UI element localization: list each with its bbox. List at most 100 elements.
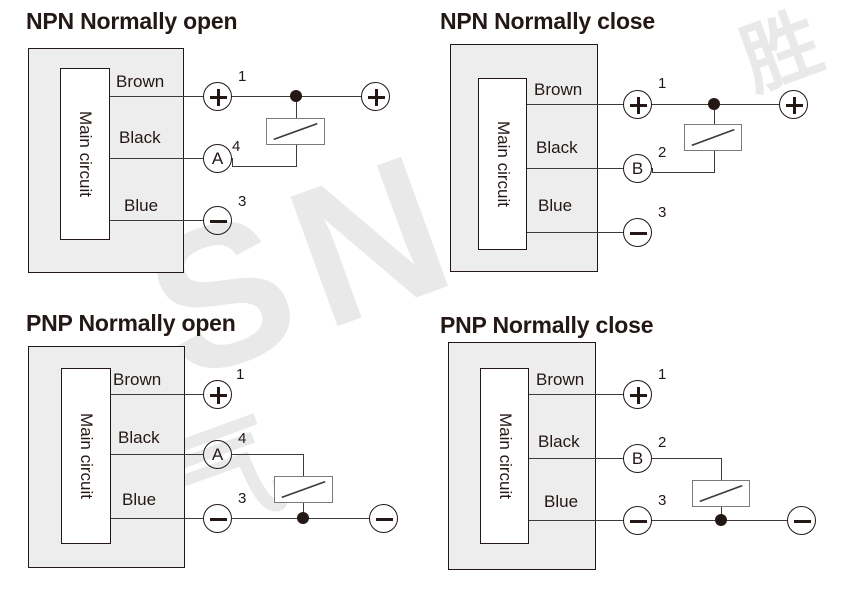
plus-icon-v [637,97,640,114]
minus-icon [630,232,647,236]
pin-number-2: 2 [658,434,667,451]
main-circuit-box: Main circuit [480,368,529,544]
terminal-positive[interactable] [203,82,232,111]
terminal-b-label: B [631,159,644,178]
terminal-positive[interactable] [623,380,652,409]
main-circuit-label: Main circuit [76,111,95,197]
junction-dot [708,98,720,110]
pin-number-1: 1 [658,366,667,383]
terminal-negative[interactable] [623,218,652,247]
pin-number-4: 4 [238,430,247,447]
main-circuit-label: Main circuit [493,121,513,207]
plus-icon-v [793,97,796,114]
plus-icon-v [217,89,220,106]
minus-icon [630,520,647,524]
diagram-pnp-normally-close: PNP Normally close Main circuit Brown Bl… [424,290,848,580]
wire-blue-line [527,232,623,233]
main-circuit-box: Main circuit [61,368,111,544]
main-circuit-label-wrap: Main circuit [61,69,109,239]
load-relay-symbol [692,480,750,507]
main-circuit-label: Main circuit [77,413,96,499]
minus-icon [376,518,393,522]
wire-black-line [110,158,203,159]
load-return-horizontal [232,166,297,167]
a-terminal-stub [232,158,233,167]
wire-blue-line [529,520,623,521]
wire-label-brown: Brown [116,72,165,91]
terminal-output-b[interactable]: B [623,154,652,183]
plus-icon-v [217,387,220,404]
load-feed-vertical [303,454,304,476]
wire-blue-line [110,220,203,221]
load-relay-symbol [684,124,742,151]
load-drop-line-bottom [303,503,304,519]
wire-label-blue: Blue [538,196,573,215]
load-relay-symbol [266,118,325,145]
terminal-a-label: A [211,445,224,464]
wire-brown-line [110,96,203,97]
wire-brown-line [529,394,623,395]
terminal-a-label: A [211,149,224,168]
terminal-positive[interactable] [623,90,652,119]
wire-label-blue: Blue [124,196,159,215]
load-relay-symbol [274,476,333,503]
wire-black-line [111,454,203,455]
main-circuit-box: Main circuit [478,78,527,250]
load-return-horizontal [652,172,715,173]
minus-icon [794,520,811,524]
terminal-negative[interactable] [203,504,232,533]
load-feed-horizontal [652,458,722,459]
pin-number-1: 1 [236,366,245,383]
supply-terminal-negative[interactable] [787,506,816,535]
wire-label-black: Black [538,432,580,451]
plus-icon-v [637,387,640,404]
junction-dot [715,514,727,526]
load-feed-horizontal [232,454,304,455]
load-return-line [713,151,715,173]
wire-label-blue: Blue [122,490,157,509]
diagram-npn-normally-close: NPN Normally close Main circuit Brown Bl… [424,0,848,290]
terminal-positive[interactable] [203,380,232,409]
main-circuit-label-wrap: Main circuit [62,369,110,543]
main-circuit-label-wrap: Main circuit [481,369,528,543]
load-drop-line-top [295,96,297,118]
terminal-output-a[interactable]: A [203,440,232,469]
pin-number-3: 3 [238,193,247,210]
pin-number-2: 2 [658,144,667,161]
wire-label-black: Black [118,428,160,447]
wire-label-brown: Brown [536,370,585,389]
wire-black-line [527,168,623,169]
pin-number-4: 4 [232,138,241,155]
diagram-title: NPN Normally close [440,8,655,34]
junction-dot [297,512,309,524]
supply-terminal-negative[interactable] [369,504,398,533]
terminal-negative[interactable] [623,506,652,535]
wire-brown-line [111,394,203,395]
pin-number-1: 1 [238,68,247,85]
diagram-pnp-normally-open: PNP Normally open Main circuit Brown Bla… [0,290,424,580]
terminal-negative[interactable] [203,206,232,235]
wire-blue-line [111,518,203,519]
wire-black-line [529,458,623,459]
supply-terminal-positive[interactable] [361,82,390,111]
b-terminal-stub [652,168,653,173]
main-circuit-label: Main circuit [495,413,515,499]
wire-brown-line [527,104,623,105]
minus-icon [210,220,227,224]
load-feed-vertical [721,458,722,480]
wire-label-brown: Brown [534,80,583,99]
load-return-line [295,145,297,167]
diagram-title: PNP Normally close [440,312,654,338]
diagram-title: PNP Normally open [26,310,236,336]
terminal-output-b[interactable]: B [623,444,652,473]
junction-dot [290,90,302,102]
wire-label-black: Black [536,138,578,157]
terminal-output-a[interactable]: A [203,144,232,173]
pin-number-3: 3 [658,492,667,509]
supply-terminal-positive[interactable] [779,90,808,119]
wire-label-black: Black [119,128,161,147]
minus-icon [210,518,227,522]
pin-number-3: 3 [658,204,667,221]
main-circuit-label-wrap: Main circuit [479,79,526,249]
